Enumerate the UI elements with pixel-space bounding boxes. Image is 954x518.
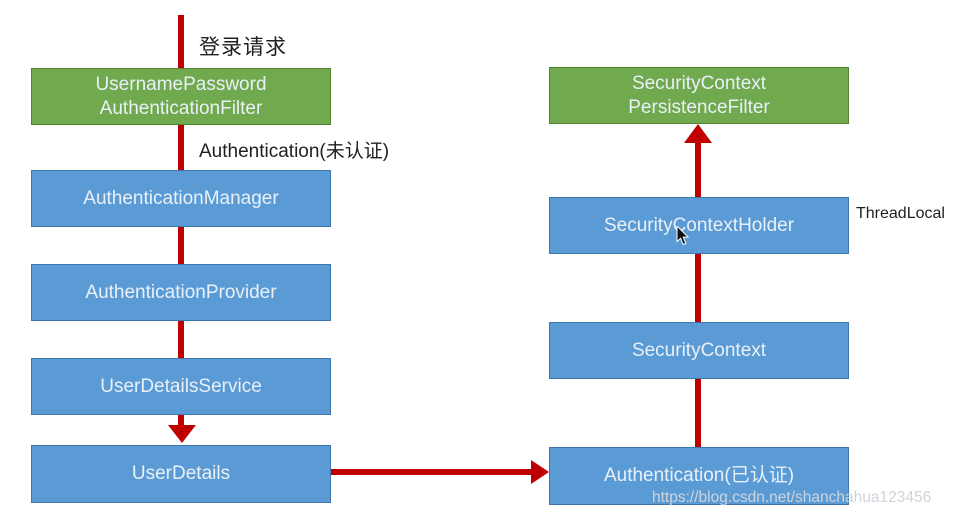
- userdetails-to-authentication-line: [331, 469, 532, 475]
- node-username-password-authentication-filter: UsernamePassword AuthenticationFilter: [31, 68, 331, 125]
- node-label: SecurityContext: [631, 339, 767, 361]
- node-label: UserDetailsService: [100, 375, 262, 397]
- thread-local-label: ThreadLocal: [856, 205, 945, 222]
- right-flow-line: [695, 142, 701, 447]
- node-authentication-authenticated: Authentication(已认证): [549, 447, 849, 505]
- node-label-line: PersistenceFilter: [628, 96, 770, 118]
- node-label-line: SecurityContext: [631, 72, 767, 94]
- authentication-unauthenticated-label: Authentication(未认证): [199, 141, 390, 162]
- node-label: AuthenticationManager: [83, 187, 279, 209]
- node-label-line: AuthenticationFilter: [99, 97, 263, 119]
- node-label: SecurityContextHolder: [603, 214, 795, 236]
- node-label-line: UsernamePassword: [95, 73, 267, 95]
- mouse-cursor-icon: [676, 226, 690, 246]
- arrowhead-up-icon: [684, 124, 712, 143]
- login-request-label: 登录请求: [199, 36, 287, 59]
- node-authentication-provider: AuthenticationProvider: [31, 264, 331, 321]
- node-label: AuthenticationProvider: [85, 281, 277, 303]
- node-user-details-service: UserDetailsService: [31, 358, 331, 415]
- node-security-context-holder: SecurityContextHolder: [549, 197, 849, 254]
- node-security-context-persistence-filter: SecurityContext PersistenceFilter: [549, 67, 849, 124]
- node-security-context: SecurityContext: [549, 322, 849, 379]
- arrowhead-down-icon: [168, 425, 196, 443]
- node-label: Authentication(已认证): [603, 465, 795, 486]
- node-authentication-manager: AuthenticationManager: [31, 170, 331, 227]
- arrowhead-right-icon: [531, 460, 549, 484]
- watermark: https://blog.csdn.net/shanchahua123456: [652, 489, 932, 506]
- node-user-details: UserDetails: [31, 445, 331, 503]
- node-label: UserDetails: [131, 463, 231, 484]
